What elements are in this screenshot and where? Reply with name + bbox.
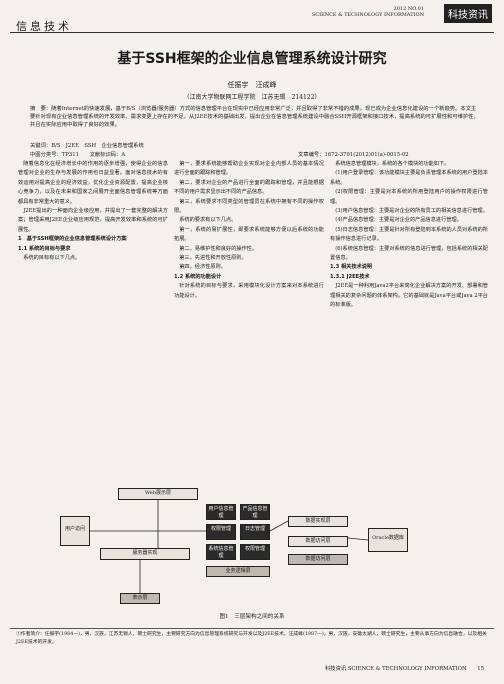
paragraph: 系统的目标有以下几点。: [23, 255, 81, 262]
biz-module-system: 系统信息管理: [206, 544, 236, 560]
abstract: 摘 要：随着Internet的快速发展，基于B/S（浏览器/服务器）方式的信息管…: [30, 106, 479, 128]
subsection-heading: 1.1 系统的目标与要求: [18, 245, 71, 252]
column-1: 随着信息化在经济增长中的作用的逐步增强，使得企业的信息管理对企业的生存与发展的作…: [18, 160, 168, 263]
data-impl-box: 数据实现层: [288, 516, 348, 527]
paragraph: 第三，先进性和开放性原则。: [179, 255, 247, 262]
paragraph: (3)用户信息管理：主要是对企业的所有员工的相关信息进行管理。: [335, 208, 488, 215]
paragraph: (1)用户登录管理：该功能模块主要是负责管理本系统的用户登陆本系统。: [330, 170, 488, 186]
paragraph: 第一，系统的易扩展性，即要求系统能够方便以后系统的功能拓展。: [174, 226, 324, 243]
paragraph: 第四，经济性原则。: [179, 264, 226, 271]
section-label: 信息技术: [16, 20, 72, 33]
paragraph: (5)日志信息管理：主要是针对所有登陆到本系统的人员对系统的所有操作信息进行记录…: [330, 226, 488, 243]
subsection-heading: 1.3 相关技术说明: [330, 264, 373, 271]
section-heading: 1 基于SSH框架的企业信息管理系统设计方案: [18, 236, 127, 243]
data-layer-box: 数据访问层: [288, 554, 348, 565]
paragraph: J2EE提出的一种面向企业级应用，并提出了一套完整的解决方案；管理采用J2EE企…: [18, 208, 168, 233]
paragraph: J2EE是一种利用Java2平台来简化企业解决方案的开发、部署和管理相关的复杂问…: [330, 283, 488, 309]
paragraph: (6)系统信息管理：主要对系统的信息进行管理，包括系统的相关配置信息。: [330, 245, 488, 262]
biz-module-permission-2: 权限管理: [240, 544, 270, 560]
footnote: ①作者简介：任振宇(1984—)，男，汉族，江苏无锡人，硕士研究生，主要研究方向…: [16, 632, 487, 645]
data-access-box: 数据访问层: [288, 536, 348, 547]
paragraph: 第一，要求系统能够帮助企业实现对企业内部人员的基本情况进行全面的跟踪和管理。: [174, 161, 324, 177]
diagram-connectors: [90, 500, 369, 593]
paragraph: 随着信息化在经济增长中的作用的逐步增强，使得企业的信息管理对企业的生存与发展的作…: [18, 161, 168, 205]
biz-module-permission: 权限管理: [206, 524, 236, 540]
header-rule: [10, 32, 494, 33]
paragraph: 系统的要求有以下几点。: [179, 217, 237, 224]
article-number: 文章编号：1672-3791(2012)01(a)-0015-02: [298, 152, 409, 158]
issue-number: 2012 NO.01: [393, 6, 424, 12]
service-impl-box: 服务器实现: [100, 548, 190, 560]
column-3: 系统信息管理模块，系统的各个模块的功能如下。 (1)用户登录管理：该功能模块主要…: [330, 160, 488, 311]
journal-english-name: SCIENCE & TECHNOLOGY INFORMATION: [311, 12, 424, 18]
page-footer: 科技资讯 SCIENCE & TECHNOLOGY INFORMATION 15: [324, 666, 484, 672]
keywords: 关键词：B/S J2EE SSH 企业信息管理系统: [30, 143, 144, 149]
biz-layer-box: 业务逻辑层: [206, 566, 270, 577]
display-layer-box: 表示层: [120, 593, 160, 604]
paragraph: (2)权限管理：主要是对本系统的所用登陆用户的操作权限进行管理。: [330, 189, 488, 205]
paragraph: (4)产品信息管理：主要是对企业的产品信息进行管理。: [335, 217, 462, 224]
biz-module-product: 产品信息管理: [240, 504, 270, 520]
footnote-rule: [10, 628, 494, 629]
oracle-db-box: Oracle数据库: [368, 528, 408, 552]
user-access-box: 用户访问: [60, 516, 90, 546]
paragraph: 系统信息管理模块，系统的各个模块的功能如下。: [335, 161, 450, 167]
biz-module-log: 日志管理: [240, 524, 270, 540]
article-title: 基于SSH框架的企业信息管理系统设计研究: [117, 51, 387, 67]
journal-logo: 科技资讯: [444, 4, 492, 23]
paragraph: 第二，要求对企业的产品进行全面的跟踪和管理，并且能根据不同的用户需求显示出不同的…: [174, 179, 324, 196]
classification: 中图分类号：TP311 文献标识码：A: [30, 152, 126, 158]
column-2: 第一，要求系统能够帮助企业实现对企业内部人员的基本情况进行全面的跟踪和管理。 第…: [174, 160, 324, 301]
architecture-diagram: Web展示层 用户访问 服务器实现 用户信息管理 产品信息管理 权限管理 日志管…: [60, 488, 450, 608]
article-authors: 任振宇 汪成峰: [227, 81, 277, 89]
web-layer-box: Web展示层: [118, 488, 198, 500]
paragraph: 第二，易维护性和良好的操作性。: [179, 245, 258, 252]
paragraph: 针对系统的目标与要求，采用模块化设计方案来对本系统进行功能设计。: [174, 283, 324, 299]
figure-caption: 图1 三层架构之间的关系: [219, 614, 285, 620]
subsection-heading: 1.3.1 J2EE技术: [330, 273, 370, 280]
journal-issue: 2012 NO.01 SCIENCE & TECHNOLOGY INFORMAT…: [312, 6, 424, 18]
article-affiliation: （江南大学物联网工程学院 江苏无锡 214122）: [183, 94, 321, 101]
biz-module-user: 用户信息管理: [206, 504, 236, 520]
paragraph: 第三，系统要求不同类型的管理员在系统中拥有不同的操作权限。: [174, 198, 324, 215]
subsection-heading: 1.2 系统的功能设计: [174, 273, 222, 280]
